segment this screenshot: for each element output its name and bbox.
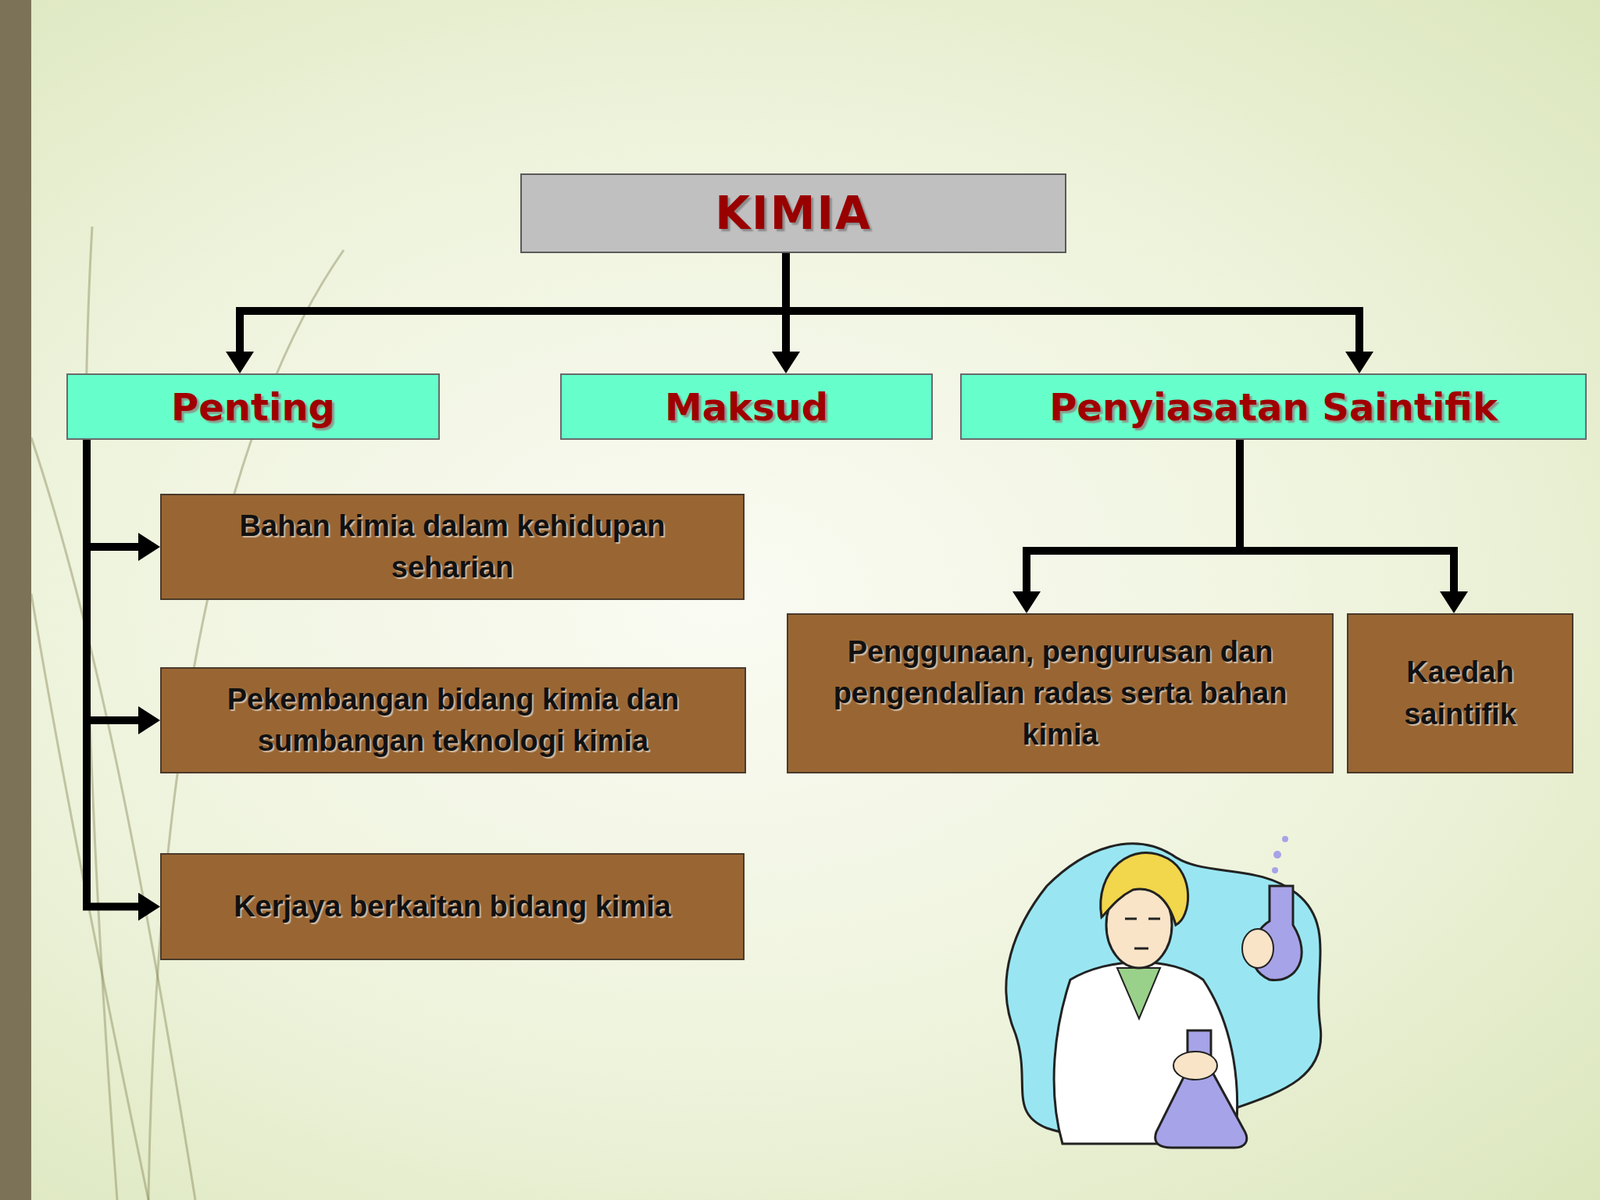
tree-connector [86, 439, 145, 908]
detail-box: Kaedah saintifik [1346, 613, 1574, 774]
node-text: Penting [171, 385, 336, 429]
category-box: Maksud [560, 373, 933, 440]
category-box: Penting [66, 373, 440, 440]
tree-connector [1239, 439, 1454, 598]
node-text: Kerjaya berkaitan bidang kimia [233, 885, 672, 928]
node-text: Pekembangan bidang kimia dan sumbangan t… [185, 678, 722, 762]
title-box: KIMIA [520, 173, 1067, 254]
side-stripe [0, 0, 32, 1200]
node-text: Penggunaan, pengurusan dan pengendalian … [811, 631, 1309, 757]
detail-box: Pekembangan bidang kimia dan sumbangan t… [160, 667, 747, 774]
category-box: Penyiasatan Saintifik [960, 373, 1587, 440]
tree-connector [86, 439, 145, 721]
detail-box: Bahan kimia dalam kehidupan seharian [160, 493, 745, 600]
tree-connector [239, 253, 786, 358]
node-text: Maksud [664, 385, 829, 429]
node-text: Kaedah saintifik [1371, 651, 1549, 735]
tree-connector [782, 253, 790, 358]
detail-box: Kerjaya berkaitan bidang kimia [160, 853, 745, 961]
node-text: Bahan kimia dalam kehidupan seharian [185, 505, 720, 589]
detail-box: Penggunaan, pengurusan dan pengendalian … [786, 613, 1334, 774]
scientist-illustration [1006, 835, 1322, 1148]
node-text: KIMIA [714, 186, 872, 240]
tree-connector [785, 253, 1360, 358]
node-text: Penyiasatan Saintifik [1049, 385, 1498, 429]
tree-connector [86, 439, 145, 547]
tree-connector [1026, 439, 1240, 598]
